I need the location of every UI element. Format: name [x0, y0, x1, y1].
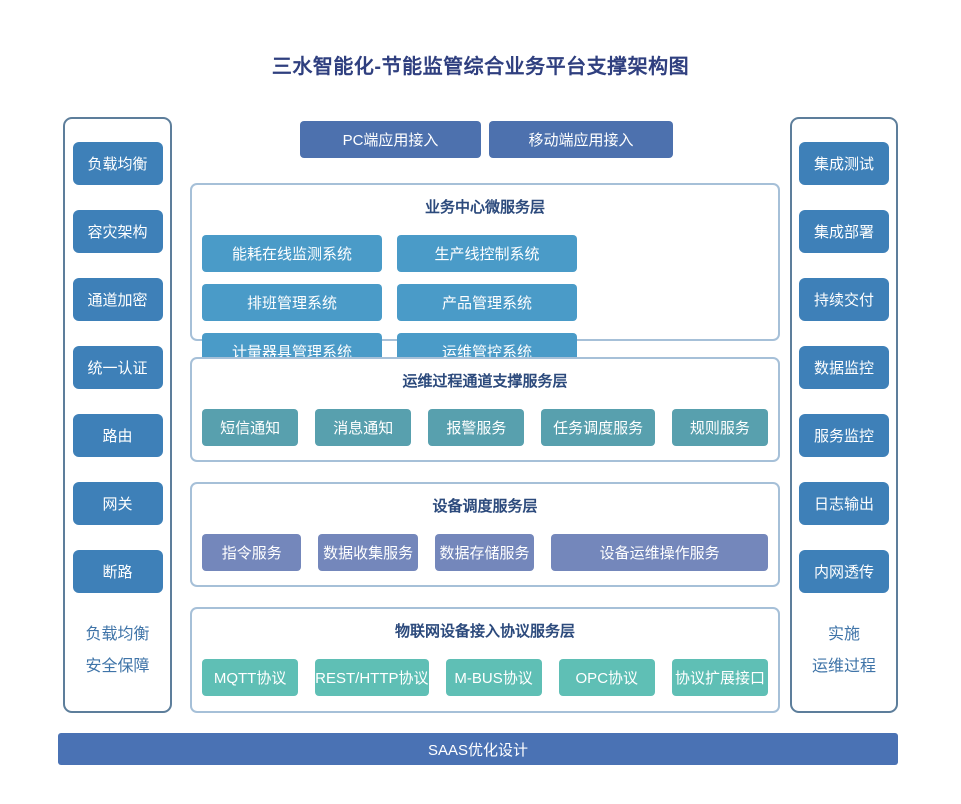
left-sidebar-caption-line: 负载均衡: [85, 626, 150, 643]
layer-chip: 任务调度服务: [541, 409, 655, 446]
layer-box: 业务中心微服务层能耗在线监测系统生产线控制系统排班管理系统产品管理系统计量器具管…: [190, 183, 780, 370]
layer-title: 运维过程通道支撑服务层: [402, 373, 568, 390]
right-sidebar-caption-line: 实施: [827, 626, 860, 643]
right-sidebar-item: 集成测试: [799, 142, 889, 185]
layer-chip: 指令服务: [202, 534, 302, 571]
layer-chip: 规则服务: [671, 409, 768, 446]
left-sidebar: 负载均衡容灾架构通道加密统一认证路由网关断路 负载均衡安全保障: [63, 117, 172, 713]
layer-chip: 产品管理系统: [397, 284, 577, 321]
layer-box: 运维过程通道支撑服务层短信通知消息通知报警服务任务调度服务规则服务: [190, 357, 780, 462]
left-sidebar-item: 通道加密: [72, 278, 163, 321]
layer-title: 设备调度服务层: [432, 498, 538, 515]
layer-box: 设备调度服务层指令服务数据收集服务数据存储服务设备运维操作服务: [190, 482, 780, 587]
layer-box: 物联网设备接入协议服务层 MQTT协议 REST/HTTP协议 M-BUS协议 OPC协…: [190, 607, 780, 713]
layer-chip: 设备运维操作服务: [551, 534, 768, 571]
layer-title: 物联网设备接入协议服务层: [394, 623, 575, 640]
layer-chip: M-BUS协议: [445, 659, 542, 696]
right-sidebar-item: 日志输出: [799, 482, 889, 525]
layer-chip: MQTT协议: [202, 659, 299, 696]
left-sidebar-item: 负载均衡: [72, 142, 163, 185]
right-sidebar-item: 集成部署: [799, 210, 889, 253]
right-sidebar-item: 数据监控: [799, 346, 889, 389]
layer-title: 业务中心微服务层: [424, 199, 545, 216]
layer-chips: MQTT协议 REST/HTTP协议 M-BUS协议 OPC协议协议扩展接口: [202, 659, 769, 696]
right-sidebar-item: 持续交付: [799, 278, 889, 321]
left-sidebar-caption: 负载均衡安全保障: [65, 619, 170, 683]
right-sidebar-item: 内网透传: [799, 550, 889, 593]
left-sidebar-item: 路由: [72, 414, 163, 457]
layer-chip: 协议扩展接口: [671, 659, 769, 696]
layer-chips: 能耗在线监测系统生产线控制系统排班管理系统产品管理系统计量器具管理系统运维管控系…: [202, 235, 768, 370]
left-sidebar-chips: 负载均衡容灾架构通道加密统一认证路由网关断路: [65, 119, 170, 593]
layer-chip: 报警服务: [428, 409, 525, 446]
layer-chip: 排班管理系统: [202, 284, 382, 321]
mobile-access-node: 移动端应用接入: [489, 121, 673, 158]
layer-chip: 数据存储服务: [434, 534, 535, 571]
access-buttons-row: PC端应用接入移动端应用接入: [300, 121, 673, 158]
left-sidebar-caption-line: 安全保障: [85, 658, 150, 675]
page-title: 三水智能化-节能监管综合业务平台支撑架构图: [271, 56, 690, 78]
layer-chip: 短信通知: [202, 409, 299, 446]
layer-chip: 能耗在线监测系统: [202, 235, 382, 272]
layer-chip: OPC协议: [558, 659, 655, 696]
left-sidebar-item: 容灾架构: [72, 210, 163, 253]
right-sidebar-chips: 集成测试集成部署持续交付数据监控服务监控日志输出内网透传: [792, 119, 896, 593]
layer-chips: 短信通知消息通知报警服务任务调度服务规则服务: [202, 409, 768, 446]
layer-chip: 消息通知: [315, 409, 412, 446]
pc-access-node: PC端应用接入: [300, 121, 481, 158]
layer-chip: REST/HTTP协议: [315, 659, 429, 696]
layer-chip: 生产线控制系统: [397, 235, 577, 272]
right-sidebar-item: 服务监控: [799, 414, 889, 457]
left-sidebar-item: 网关: [72, 482, 163, 525]
layer-chip: 数据收集服务: [318, 534, 418, 571]
right-sidebar-caption: 实施运维过程: [792, 619, 896, 683]
saas-bottom-bar: SAAS优化设计: [58, 733, 898, 765]
left-sidebar-item: 统一认证: [72, 346, 163, 389]
left-sidebar-item: 断路: [72, 550, 163, 593]
right-sidebar-caption-line: 运维过程: [811, 658, 876, 675]
right-sidebar: 集成测试集成部署持续交付数据监控服务监控日志输出内网透传 实施运维过程: [790, 117, 898, 713]
layer-chips: 指令服务数据收集服务数据存储服务设备运维操作服务: [202, 534, 768, 571]
